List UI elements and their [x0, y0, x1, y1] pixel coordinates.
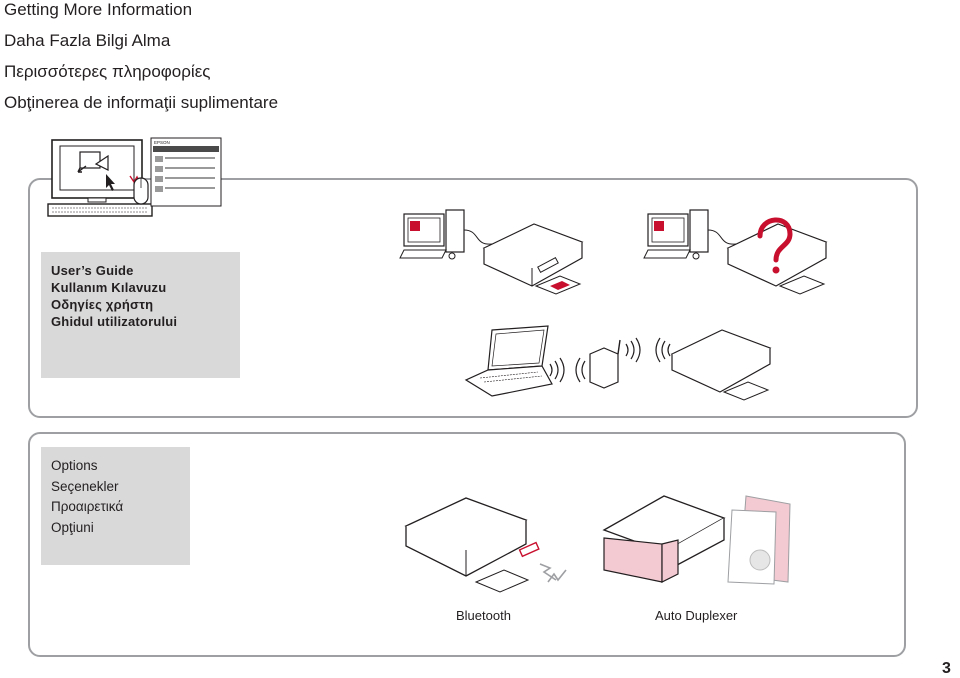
options-greek: Προαιρετικά: [51, 499, 124, 514]
heading-greek: Περισσότερες πληροφορίες: [4, 62, 211, 81]
wireless-signal-icon: [625, 337, 671, 363]
users-guide-label-box: User’s Guide Kullanım Kılavuzu Οδηγίες χ…: [41, 252, 240, 378]
printer-icon: [404, 497, 530, 593]
bluetooth-caption: Bluetooth: [456, 608, 511, 623]
options-english: Options: [51, 458, 98, 473]
page-number: 3: [942, 660, 951, 677]
guide-title-greek: Οδηγίες χρήστη: [51, 297, 154, 312]
printer-icon: [670, 329, 772, 401]
printer-icon: [482, 223, 584, 295]
users-guide-panel: [28, 178, 918, 418]
heading-english: Getting More Information: [4, 0, 193, 19]
guide-title-romanian: Ghidul utilizatorului: [51, 314, 178, 329]
options-turkish: Seçenekler: [51, 478, 119, 494]
desktop-computer-icon: [399, 209, 493, 260]
duplexer-unit-icon: [603, 537, 679, 583]
bluetooth-adapter-icon: [518, 541, 540, 558]
guide-title-english: User’s Guide: [51, 263, 134, 278]
keyboard-icon: [47, 203, 153, 217]
bluetooth-illustration: [404, 497, 567, 593]
options-label-box: Options Seçenekler Προαιρετικά Opţiuni: [41, 447, 190, 565]
mouse-icon: [133, 177, 149, 205]
computer-with-manual-illustration: EPSON: [47, 137, 222, 217]
wireless-network-illustration: [464, 325, 772, 401]
auto-duplexer-caption: Auto Duplexer: [655, 608, 738, 623]
heading-romanian: Obţinerea de informaţii suplimentare: [4, 93, 279, 112]
access-point-icon: [589, 339, 621, 389]
wireless-signal-icon: [539, 563, 567, 583]
auto-duplexer-illustration: [602, 495, 791, 585]
printer-icon: [726, 223, 828, 295]
laptop-icon: [464, 325, 553, 397]
wireless-signal-icon: [549, 357, 586, 383]
guide-title-turkish: Kullanım Kılavuzu: [51, 280, 167, 295]
monitor-icon: [51, 139, 143, 203]
troubleshoot-illustration: [643, 209, 828, 295]
two-sided-page-icon: [727, 495, 791, 585]
question-mark-icon: [757, 217, 793, 274]
manual-screen-thumbnail: EPSON: [150, 137, 222, 207]
options-panel: [28, 432, 906, 657]
heading-turkish: Daha Fazla Bilgi Alma: [4, 31, 171, 50]
options-romanian: Opţiuni: [51, 519, 94, 535]
desktop-computer-icon: [643, 209, 737, 260]
pc-to-printer-illustration: [399, 209, 584, 295]
manual-brand: EPSON: [154, 140, 170, 145]
